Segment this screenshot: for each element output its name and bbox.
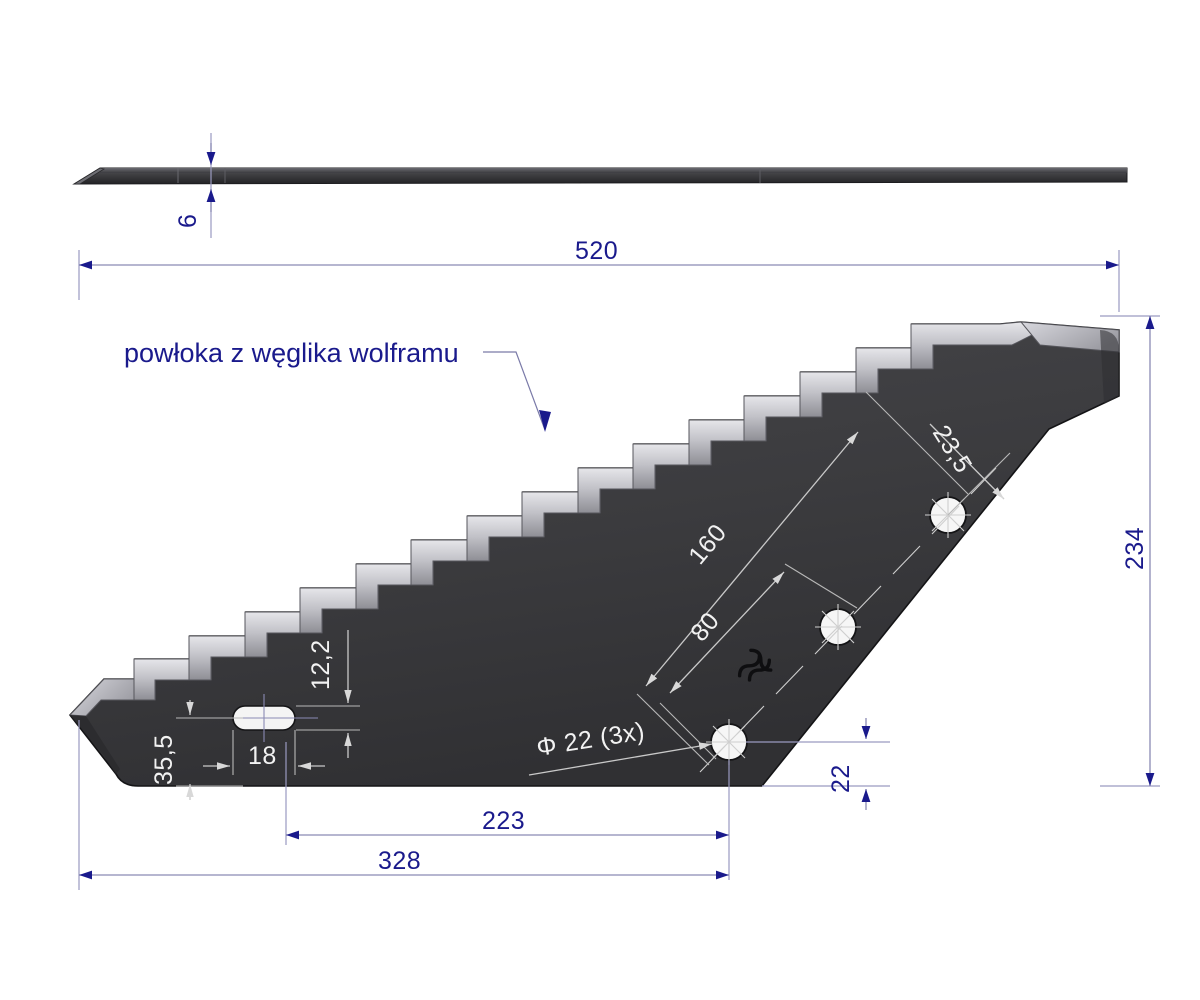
front-view: 160 80 23,5 Φ 22 (3x) 12,2 [68,321,1120,800]
coating-note: powłoka z węglika wolframu [124,338,551,432]
dim235-ext-a [947,452,1011,516]
tooth-bevel-14 [855,347,912,394]
dim235-dim-line [929,423,1005,500]
dim-234-label: 234 [1121,527,1149,570]
dim-35-5-label: 35,5 [150,734,178,785]
tooth-bevel-2 [188,635,246,681]
dim-18-label: 18 [248,742,277,770]
coating-note-label: powłoka z węglika wolframu [124,338,459,368]
dim80-dim-line [669,571,785,694]
coating-note-leader [483,351,546,431]
side-view-top-face [100,168,1127,173]
nose-chamfer-shadow [70,715,120,774]
tooth-bevel-4 [299,587,357,634]
coating-note-arrowhead [539,410,551,432]
dim-thickness-label: 6 [174,214,202,228]
dim-18: 18 [203,730,325,775]
overall-length-dimension: 520 [78,237,1120,312]
right-tip-shade [1100,330,1119,404]
hole-dia-leader [528,742,713,776]
dim-22: 22 [746,718,890,810]
dim-22-label: 22 [827,764,855,793]
tooth-bevel-9 [577,467,634,514]
tooth-bevel-1 [133,658,190,701]
side-view-tip-chamfer [72,167,106,185]
dim80-ext-b [784,563,858,609]
side-view: 6 [72,133,1128,238]
dim160-ext-b [865,391,969,495]
tooth-bevel-7 [466,515,523,562]
tooth-bevel-3 [244,611,301,658]
mounting-slot [212,694,318,742]
dim-234: 234 [1100,315,1160,787]
blade-body [68,321,1120,787]
tooth-bevel-6 [410,539,468,586]
dim-223-label: 223 [482,807,525,835]
dim-overall-length-label: 520 [575,237,618,265]
dim-12-2: 12,2 [296,630,360,758]
dim-223: 223 [285,742,730,880]
dim-12-2-label: 12,2 [307,639,335,690]
tooth-bevel-8 [521,491,579,538]
tooth-bevel-5 [355,563,412,610]
dim-35-5: 35,5 [150,700,243,800]
dim-328: 328 [78,720,729,890]
tooth-bevel-13 [799,371,857,418]
tooth-bevel-15 [910,321,1042,370]
tooth-bevels [68,321,1120,717]
dim-328-label: 328 [378,847,421,875]
hole-lower-center-marks [706,719,752,765]
dim160-ext-a [636,693,710,766]
